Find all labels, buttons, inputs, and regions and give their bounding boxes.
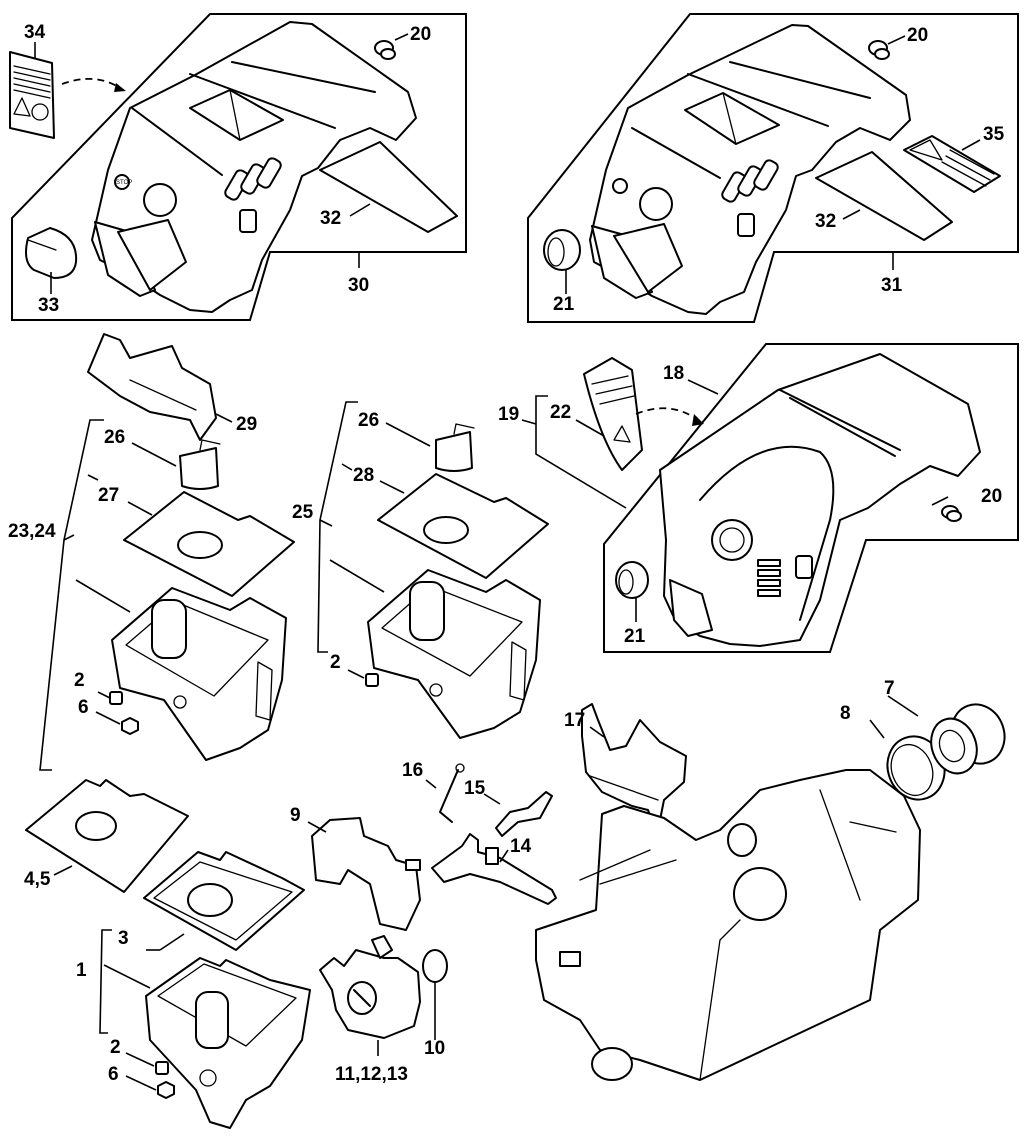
callout-29: 29 [236, 414, 257, 435]
callout-26: 26 [104, 427, 125, 448]
cap-screw-knob-21-a [543, 229, 581, 271]
callout-28: 28 [353, 465, 374, 486]
grommet-20-a [374, 40, 396, 60]
callout-34: 34 [24, 22, 46, 43]
cap-screw-knob-21-b [615, 561, 649, 599]
callout-27: 27 [98, 485, 119, 506]
shroud-panel-18 [583, 343, 1019, 653]
placement-arrow [61, 78, 121, 89]
twist-lock-knob-33 [25, 227, 78, 279]
baffle-29 [87, 333, 217, 441]
leader-lines [34, 33, 981, 1091]
callout-7: 7 [884, 678, 895, 699]
spring-clip-15 [495, 791, 553, 837]
callout-6: 6 [108, 1064, 119, 1085]
shroud-panel-31 [527, 13, 1019, 323]
callout-20: 20 [907, 25, 928, 46]
callout-14: 14 [510, 836, 532, 857]
panel-outline-31 [527, 13, 1019, 323]
callout-20: 20 [981, 486, 1002, 507]
callout-11-12-13: 11,12,13 [335, 1064, 408, 1085]
nut-insert-2-c [155, 1061, 169, 1075]
nut-insert-2-b [365, 673, 379, 687]
callout-31: 31 [881, 275, 903, 296]
callout-32: 32 [320, 208, 341, 229]
sleeve-26-a [179, 439, 221, 490]
nut-6-b [157, 1081, 175, 1099]
crankcase [535, 769, 921, 1081]
air-filter-kit-23-24 [87, 333, 295, 761]
callout-3: 3 [118, 928, 129, 949]
air-filter-housing-25 [367, 569, 541, 739]
callout-10: 10 [424, 1038, 445, 1059]
insulating-plate-32-b [815, 151, 953, 241]
callout-23-24: 23,24 [8, 521, 56, 542]
intake-manifold-7 [930, 703, 1006, 775]
warning-triangle-icon [613, 425, 631, 443]
callout-30: 30 [348, 275, 369, 296]
choke-shroud [117, 219, 187, 291]
callout-labels: 34 20 32 33 30 20 35 32 21 31 29 26 27 2… [8, 22, 1005, 1085]
carburetor-11-12-13 [319, 935, 421, 1039]
tank-cap-opening [143, 183, 177, 217]
sleeve-26-b [435, 423, 475, 472]
panel-outline-18 [603, 343, 1019, 653]
shroud-31 [589, 24, 911, 315]
air-filter-housing-1 [145, 957, 311, 1129]
callout-32: 32 [815, 211, 836, 232]
callout-15: 15 [464, 778, 486, 799]
stop-marking: STOP [116, 180, 132, 186]
callout-9: 9 [290, 805, 301, 826]
circlip-10 [422, 949, 448, 983]
callout-17: 17 [564, 710, 585, 731]
carburetor-support-9 [311, 817, 421, 931]
stop-icon [612, 178, 628, 194]
grommet-20-c [941, 505, 962, 522]
callout-19: 19 [498, 404, 519, 425]
callout-18: 18 [663, 363, 684, 384]
callout-2: 2 [110, 1037, 121, 1058]
callout-8: 8 [840, 703, 851, 724]
shroud-18 [659, 353, 981, 647]
warning-triangle-icon [909, 139, 943, 161]
callout-2: 2 [330, 652, 341, 673]
callout-16: 16 [402, 760, 423, 781]
air-filter-27 [123, 491, 295, 597]
panel-outline-30 [11, 13, 467, 321]
shroud-panel-30: STOP [9, 13, 467, 321]
gasket-frame-3 [143, 851, 305, 951]
callout-4-5: 4,5 [24, 869, 51, 890]
callout-1: 1 [76, 960, 87, 981]
choke-rod-16 [439, 763, 465, 823]
air-filter-assembly-1 [25, 779, 311, 1129]
callout-25: 25 [292, 502, 314, 523]
choke-shaft-14 [431, 833, 557, 905]
air-filter-4-5 [25, 779, 189, 893]
nut-insert-2-a [109, 691, 123, 705]
shroud-30: STOP [91, 21, 417, 313]
air-filter-housing-23-24 [111, 587, 287, 761]
callout-21: 21 [624, 626, 646, 647]
ring-8 [886, 735, 946, 801]
callout-6: 6 [78, 697, 89, 718]
nut-6-a [121, 717, 139, 735]
callout-26: 26 [358, 410, 379, 431]
grommet-20-b [868, 40, 890, 60]
air-filter-kit-25 [365, 423, 549, 739]
callout-21: 21 [553, 294, 575, 315]
warning-triangle-icon [13, 97, 31, 117]
baffle-17 [581, 703, 687, 827]
air-filter-28 [377, 473, 549, 579]
warning-label-34 [9, 51, 55, 139]
warning-label-22 [583, 357, 643, 471]
callout-20: 20 [410, 24, 431, 45]
warning-label-35 [903, 135, 1001, 193]
callout-35: 35 [983, 124, 1005, 145]
insulating-plate-32-a [319, 141, 458, 233]
callout-22: 22 [550, 402, 571, 423]
stop-icon [114, 174, 130, 190]
callout-2: 2 [74, 670, 85, 691]
callout-33: 33 [38, 295, 59, 316]
